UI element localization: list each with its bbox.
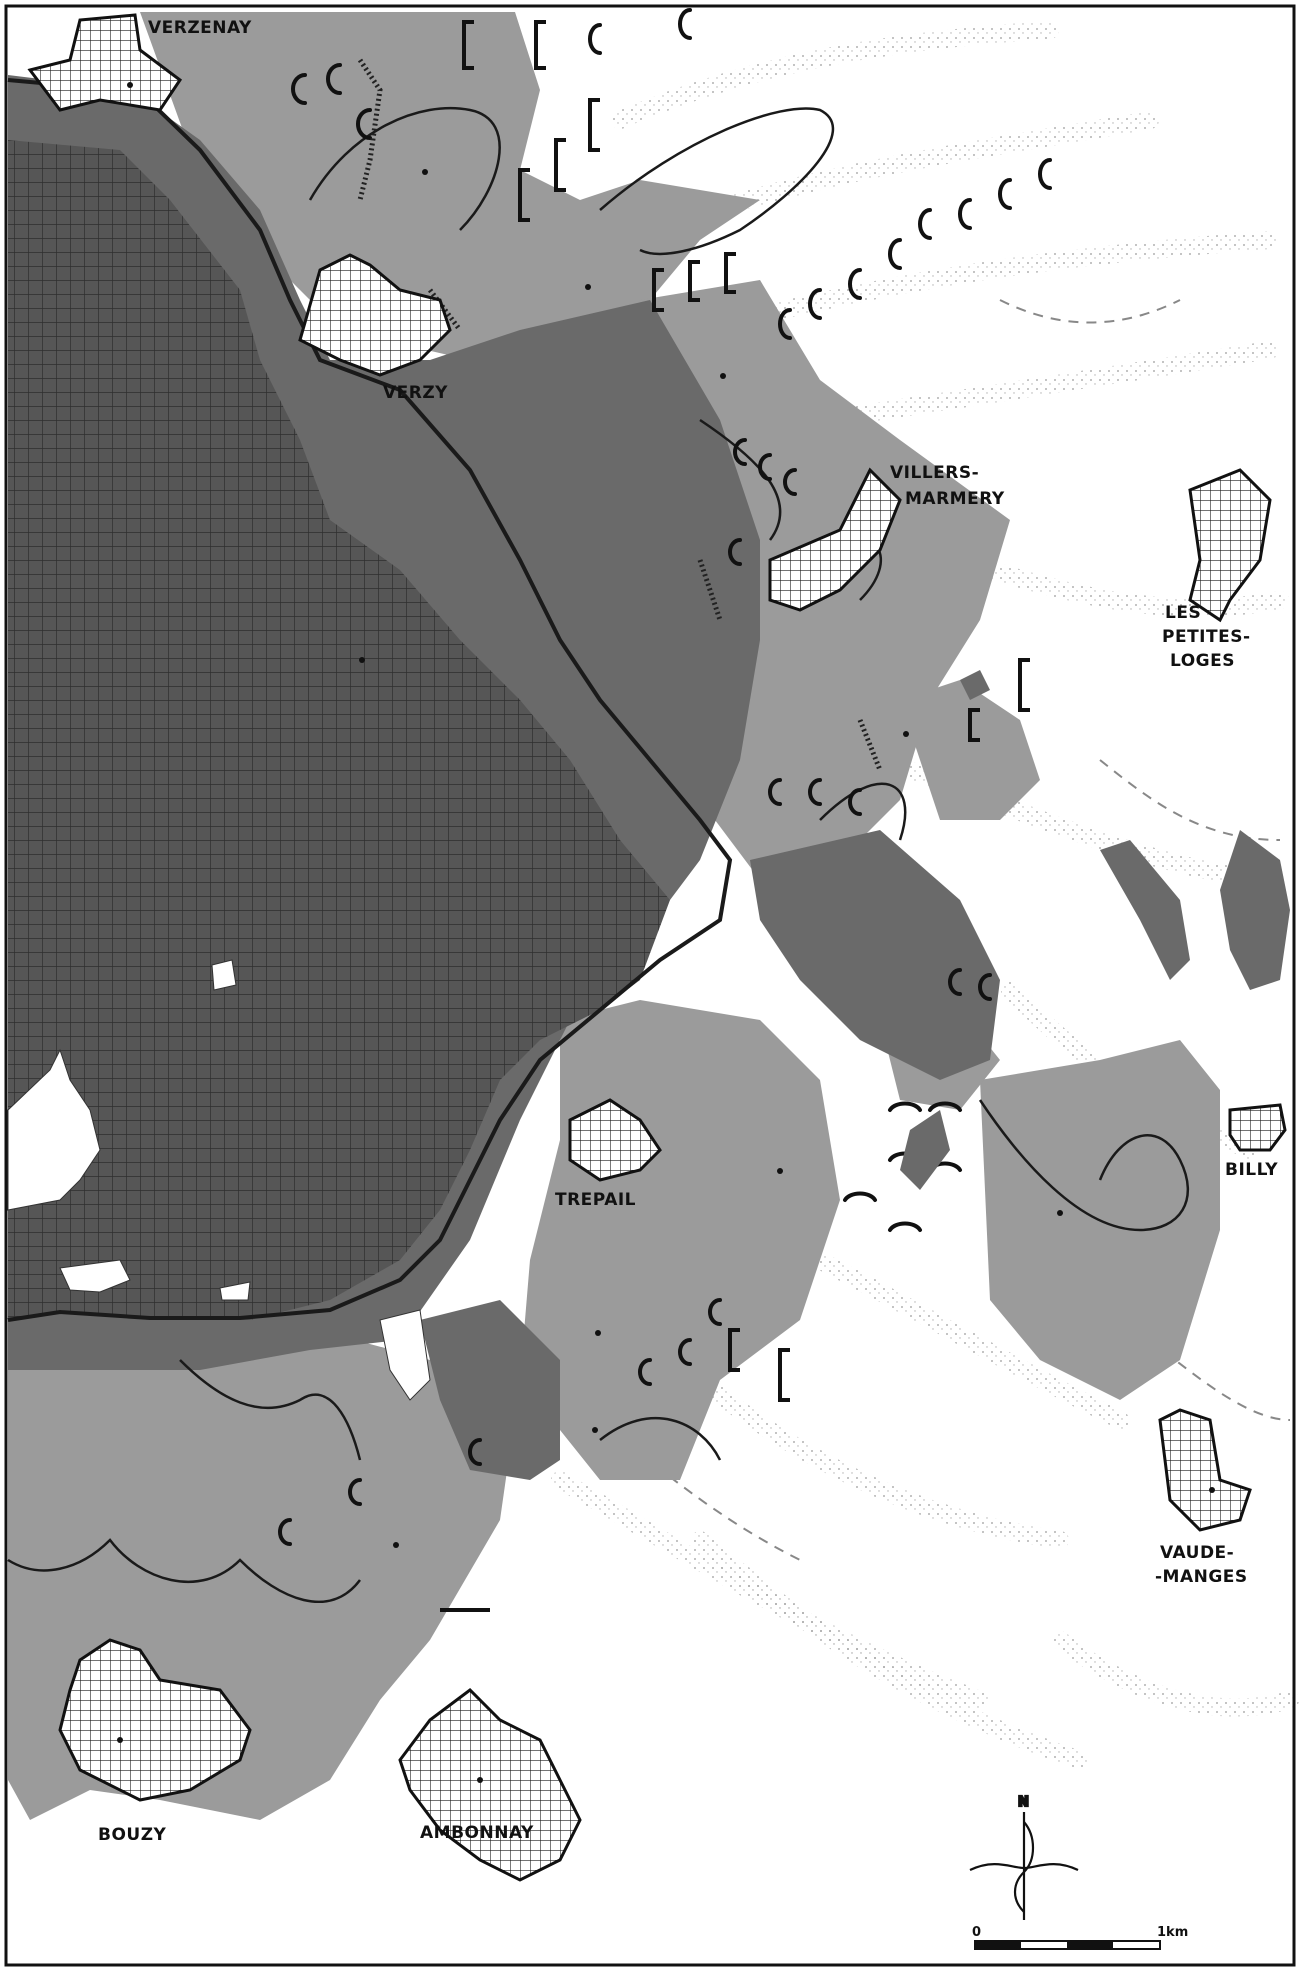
forest-plateau [8, 140, 670, 1320]
label-vaude-2: -MANGES [1155, 1567, 1248, 1587]
label-petites-1: LES [1165, 603, 1201, 623]
label-billy: BILLY [1225, 1160, 1278, 1180]
village-verzenay [27, 13, 183, 112]
north-arrow: N [969, 1794, 1079, 1920]
village-petites-loges [1188, 468, 1272, 623]
scale-zero: 0 [972, 1925, 981, 1940]
main-contour [7, 78, 733, 1322]
scale-bar: 0 1km [972, 1925, 1188, 1950]
village-vaudemanges [1158, 1408, 1252, 1532]
label-trepail: TREPAIL [555, 1190, 636, 1210]
label-petites-2: PETITES- [1162, 627, 1251, 647]
village-trepail [568, 1098, 662, 1182]
map-frame [4, 4, 1296, 1967]
village-villers [768, 467, 902, 612]
label-petites-3: LOGES [1170, 651, 1235, 671]
embankments [357, 58, 883, 771]
forest-clearings [7, 959, 431, 1401]
label-villers-2: MARMERY [905, 489, 1005, 509]
label-ambonnay: AMBONNAY [420, 1823, 534, 1843]
label-verzy: VERZY [383, 383, 448, 403]
label-villers-1: VILLERS- [890, 463, 979, 483]
village-verzy [298, 253, 452, 377]
cliff-symbols [278, 8, 1052, 1546]
scale-end: 1km [1157, 1925, 1188, 1940]
quarry-symbols [440, 20, 1030, 1612]
label-bouzy: BOUZY [98, 1825, 167, 1845]
village-ambonnay [398, 1688, 582, 1882]
label-verzenay: VERZENAY [148, 18, 252, 38]
spot-heights [117, 82, 1215, 1783]
dark-parcels [900, 670, 1290, 1190]
place-names: VERZENAY VERZY VILLERS- MARMERY LES PETI… [98, 18, 1278, 1845]
north-label: N [1018, 1795, 1029, 1810]
village-bouzy [58, 1638, 252, 1802]
villages [27, 13, 1287, 1882]
label-vaude-1: VAUDE- [1160, 1543, 1234, 1563]
village-billy [1228, 1103, 1287, 1152]
